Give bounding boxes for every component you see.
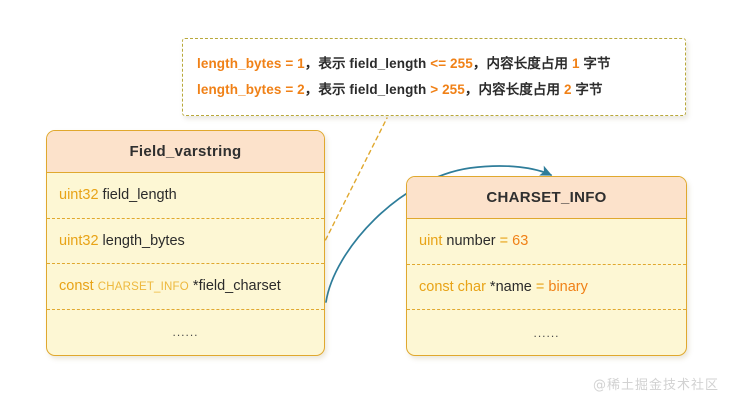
class-box-field-varstring: Field_varstring uint32 field_length uint…	[46, 130, 325, 356]
text-run: length_bytes = 1	[197, 56, 305, 71]
text-run: *name	[485, 278, 536, 295]
text-run: =	[499, 233, 513, 250]
text-run: 字节	[579, 56, 611, 71]
text-run: field_length	[349, 56, 431, 71]
text-run: length_bytes = 2	[197, 82, 305, 97]
class-row-ellipsis: ......	[47, 310, 324, 356]
row-text: const char *name = binary	[419, 279, 588, 295]
text-run: ，内容长度占用	[464, 82, 564, 97]
row-text: const CHARSET_INFO *field_charset	[59, 278, 281, 294]
class-row: const CHARSET_INFO *field_charset	[47, 264, 324, 310]
text-run: uint	[419, 233, 443, 250]
row-text: ......	[172, 324, 198, 340]
text-run: <= 255	[430, 56, 473, 71]
class-title: Field_varstring	[129, 143, 242, 160]
text-run: 63	[512, 233, 529, 250]
class-row: uint32 length_bytes	[47, 219, 324, 264]
text-run: > 255	[430, 82, 465, 97]
row-text: uint32 length_bytes	[59, 233, 185, 249]
class-row: uint number = 63	[407, 219, 686, 265]
text-run: field_length	[98, 187, 177, 204]
text-run: ......	[172, 325, 199, 340]
text-run: 1	[571, 56, 580, 71]
text-run: const char	[419, 278, 486, 295]
text-run: ，表示	[304, 56, 350, 71]
watermark: @稀土掘金技术社区	[592, 378, 719, 393]
row-text: ......	[533, 325, 559, 341]
text-run: 2	[563, 82, 572, 97]
class-row: const char *name = binary	[407, 265, 686, 310]
text-run: binary	[548, 278, 588, 295]
text-run: const	[59, 278, 98, 295]
text-run: ，表示	[304, 82, 350, 97]
text-run: ，内容长度占用	[472, 56, 572, 71]
row-text: uint32 field_length	[59, 187, 177, 203]
row-text: uint number = 63	[419, 233, 528, 249]
text-run: 字节	[571, 82, 603, 97]
text-run: uint32	[59, 187, 99, 204]
callout-dashed-line	[321, 117, 388, 248]
text-run: field_length	[349, 82, 431, 97]
text-run: CHARSET_INFO	[97, 281, 189, 294]
class-row: uint32 field_length	[47, 173, 324, 219]
text-run: number	[442, 233, 500, 250]
explanation-note: length_bytes = 1，表示 field_length <= 255，…	[182, 38, 686, 116]
class-box-header: Field_varstring	[47, 131, 324, 173]
class-title: CHARSET_INFO	[486, 189, 607, 206]
note-line-2: length_bytes = 2，表示 field_length > 255，内…	[197, 77, 671, 103]
class-box-charset-info: CHARSET_INFO uint number = 63 const char…	[406, 176, 687, 356]
text-run: =	[535, 278, 549, 295]
text-run: ......	[533, 325, 560, 340]
class-row-ellipsis: ......	[407, 310, 686, 355]
text-run: length_bytes	[98, 232, 185, 249]
text-run: uint32	[59, 232, 99, 249]
text-run: *field_charset	[188, 278, 281, 295]
note-line-1: length_bytes = 1，表示 field_length <= 255，…	[197, 51, 671, 77]
class-box-header: CHARSET_INFO	[407, 177, 686, 219]
